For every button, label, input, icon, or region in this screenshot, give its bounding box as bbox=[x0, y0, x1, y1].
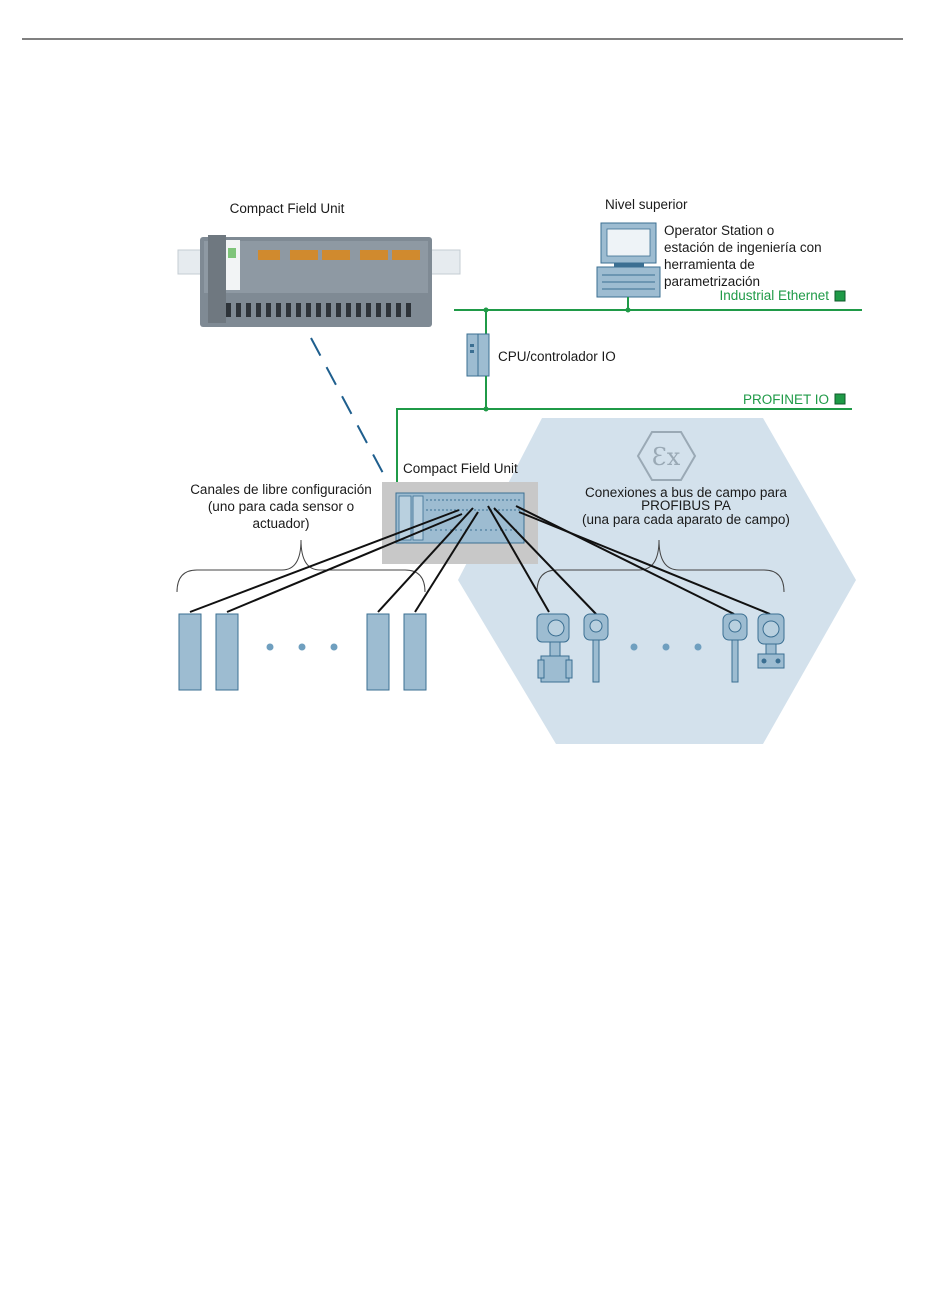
temperature-transmitter-icon-2 bbox=[722, 613, 748, 683]
sensor-actuator-bar-2 bbox=[215, 613, 239, 691]
temperature-transmitter-icon-1 bbox=[583, 613, 609, 683]
sensor-actuator-bars bbox=[178, 613, 427, 691]
zoom-dashed-arrow bbox=[310, 337, 393, 491]
ex-symbol-text: Ɛx bbox=[652, 443, 681, 471]
profinet-legend-square bbox=[834, 393, 846, 405]
free-channels-text: Canales de libre configuración (uno para… bbox=[190, 482, 372, 531]
cpu-label: CPU/controlador IO bbox=[498, 349, 616, 364]
sensor-actuator-bar-1 bbox=[178, 613, 202, 691]
operator-station-line-4: parametrización bbox=[664, 274, 760, 289]
free-channels-line-1: Canales de libre configuración bbox=[190, 482, 372, 497]
top-cfu-label: Compact Field Unit bbox=[230, 201, 345, 216]
connection-lines bbox=[189, 505, 771, 615]
fieldbus-brace bbox=[536, 539, 785, 593]
fieldbus-line-3: (una para cada aparato de campo) bbox=[582, 512, 790, 527]
fieldbus-line-2: PROFIBUS PA bbox=[641, 498, 731, 513]
channel-ellipsis-dots bbox=[266, 643, 338, 651]
fieldbus-line-1: Conexiones a bus de campo para bbox=[585, 485, 787, 500]
sensor-actuator-bar-3 bbox=[366, 613, 390, 691]
cpu-controller-icon bbox=[466, 333, 490, 377]
free-channels-brace bbox=[176, 539, 426, 593]
upper-level-label: Nivel superior bbox=[605, 197, 688, 212]
top-compact-field-unit-device bbox=[177, 235, 461, 327]
sensor-actuator-bar-4 bbox=[403, 613, 427, 691]
field-device-ellipsis-dots bbox=[630, 643, 702, 651]
operator-station-line-1: Operator Station o bbox=[664, 223, 774, 238]
flowmeter-icon bbox=[536, 613, 573, 683]
ethernet-legend-square bbox=[834, 290, 846, 302]
operator-station-line-3: herramienta de bbox=[664, 257, 755, 272]
free-channels-line-3: actuador) bbox=[252, 516, 309, 531]
profinet-bus bbox=[396, 408, 852, 496]
operator-station-text: Operator Station o estación de ingenierí… bbox=[664, 223, 822, 289]
free-channels-line-2: (uno para cada sensor o bbox=[208, 499, 354, 514]
profinet-label: PROFINET IO bbox=[743, 392, 829, 407]
operator-station-pc-icon bbox=[596, 222, 661, 298]
industrial-ethernet-label: Industrial Ethernet bbox=[719, 288, 829, 303]
pressure-transmitter-icon bbox=[757, 613, 785, 669]
center-cfu-label: Compact Field Unit bbox=[403, 461, 518, 476]
operator-station-line-2: estación de ingeniería con bbox=[664, 240, 822, 255]
ex-hazard-symbol: Ɛx bbox=[636, 431, 697, 481]
fieldbus-text: Conexiones a bus de campo para PROFIBUS … bbox=[582, 485, 790, 527]
